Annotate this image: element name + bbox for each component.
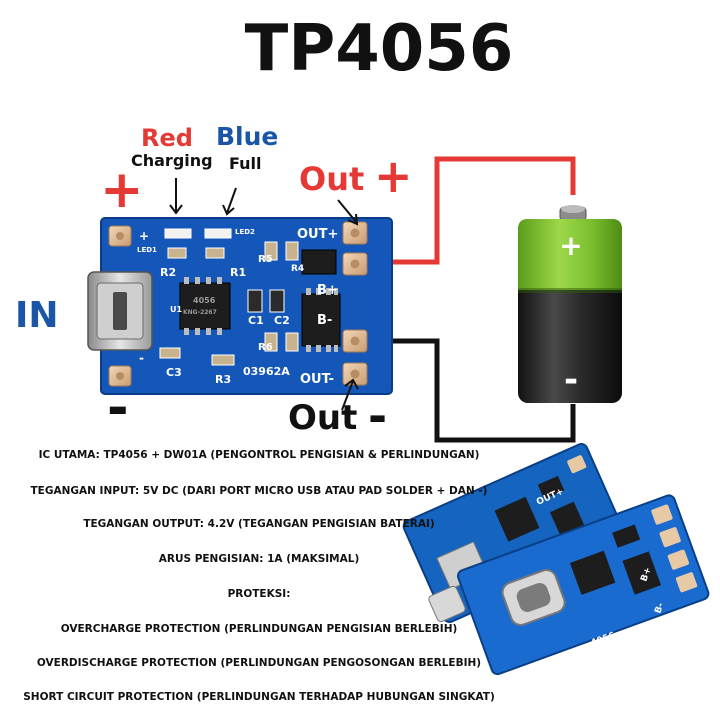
pcb-b-plus: B+ — [317, 283, 338, 298]
pcb-r6: R6 — [258, 342, 273, 353]
wire-negative — [372, 338, 576, 443]
label-out-plus-sign: + — [374, 149, 413, 203]
label-red: Red — [141, 124, 193, 152]
pcb-out-plus: OUT+ — [297, 227, 338, 242]
spec-input: TEGANGAN INPUT: 5V DC (DARI PORT MICRO U… — [30, 485, 488, 497]
spec-protection: PROTEKSI: — [227, 588, 291, 600]
label-out-plus: Out — [299, 160, 365, 198]
board-photo — [402, 443, 710, 676]
spec-short-circuit: SHORT CIRCUIT PROTECTION (PERLINDUNGAN T… — [23, 691, 495, 703]
photo-b-plus: B+ — [639, 566, 653, 583]
spec-ic: IC UTAMA: TP4056 + DW01A (PENGONTROL PEN… — [38, 449, 480, 461]
pcb-c1: C1 — [248, 314, 264, 327]
label-minus-in: - — [107, 378, 129, 438]
led-blue — [204, 228, 232, 239]
label-out-minus-sign: - — [368, 389, 388, 443]
pcb-board — [87, 217, 393, 395]
arrow-out-plus — [337, 199, 358, 224]
arrow-out-minus — [341, 380, 354, 411]
spec-output: TEGANGAN OUTPUT: 4.2V (TEGANGAN PENGISIA… — [83, 518, 435, 530]
pcb-chip-text2: KNG-2267 — [183, 309, 217, 316]
pcb-r1: R1 — [230, 266, 246, 279]
pcb-b-minus: B- — [317, 313, 332, 328]
pcb-c2: C2 — [274, 314, 290, 327]
pcb-led2: LED2 — [235, 228, 255, 236]
battery-minus: - — [564, 360, 578, 400]
spec-current: ARUS PENGISIAN: 1A (MAKSIMAL) — [158, 553, 360, 565]
pcb-plus: + — [139, 229, 149, 243]
label-blue: Blue — [216, 122, 279, 151]
pcb-model: 03962A — [243, 365, 290, 378]
label-charging: Charging — [131, 151, 213, 170]
pcb-chip-text: 4056 — [193, 296, 216, 305]
pcb-minus: - — [139, 351, 144, 365]
battery — [518, 205, 622, 403]
pcb-r4: R4 — [291, 264, 304, 274]
page-title: TP4056 — [244, 12, 514, 86]
battery-plus: + — [559, 229, 582, 262]
label-in: IN — [15, 295, 59, 336]
pcb-r2: R2 — [160, 266, 176, 279]
pcb-r3: R3 — [215, 373, 231, 386]
pcb-u1: U1 — [170, 305, 182, 314]
pcb-led1: LED1 — [137, 246, 157, 254]
spec-overcharge: OVERCHARGE PROTECTION (PERLINDUNGAN PENG… — [60, 623, 458, 635]
photo-out-minus: OUT- — [620, 645, 646, 663]
chip-dw01a — [301, 249, 337, 275]
pcb-r5: R5 — [258, 254, 273, 265]
pcb-out-minus: OUT- — [300, 372, 334, 387]
wire-positive — [372, 156, 576, 265]
pcb-c3: C3 — [166, 366, 182, 379]
arrow-full — [226, 187, 237, 214]
chip-tp4056 — [179, 282, 231, 330]
label-full: Full — [229, 154, 262, 173]
label-plus-in: + — [100, 160, 144, 220]
photo-b-minus: B- — [653, 601, 666, 615]
spec-overdischarge: OVERDISCHARGE PROTECTION (PERLINDUNGAN P… — [36, 657, 482, 669]
chip-mosfet — [301, 293, 341, 347]
label-out-minus: Out — [288, 398, 358, 438]
led-red — [164, 228, 192, 239]
